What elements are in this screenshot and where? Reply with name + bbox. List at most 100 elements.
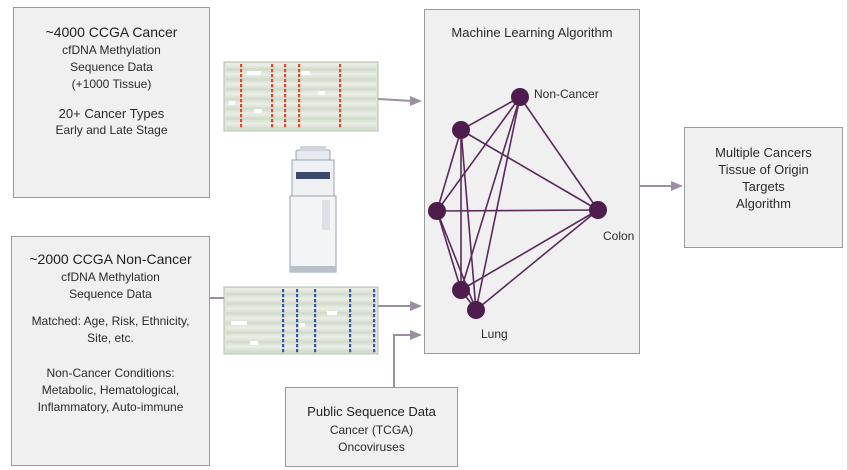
network-edge — [436, 210, 462, 291]
network-edge — [436, 209, 599, 212]
methylation-mark — [314, 304, 317, 308]
methylation-mark — [314, 344, 317, 348]
methylation-mark — [349, 344, 352, 348]
methylation-mark — [349, 304, 352, 308]
methylation-mark — [349, 334, 352, 338]
read-row — [226, 345, 376, 349]
read-row — [226, 311, 376, 315]
methylation-mark — [296, 299, 299, 303]
methylation-mark — [296, 349, 299, 353]
methylation-mark — [373, 289, 376, 293]
methylation-mark — [284, 109, 287, 113]
methylation-mark — [373, 294, 376, 298]
read-row — [226, 102, 376, 106]
output-box: Multiple Cancers Tissue of Origin Target… — [684, 127, 843, 248]
arrow-cancer-to-ml — [377, 98, 413, 102]
noncancer-box-line: Sequence Data — [69, 287, 152, 301]
methylation-mark — [296, 309, 299, 313]
cancer-box-line: Sequence Data — [70, 60, 153, 74]
read-row — [226, 321, 376, 325]
node-label-noncancer: Non-Cancer — [534, 87, 599, 101]
network-edge — [460, 129, 477, 311]
noncancer-box-line: Metabolic, Hematological, — [41, 383, 180, 397]
node-label-colon: Colon — [603, 229, 634, 243]
methylation-mark — [284, 104, 287, 108]
methylation-mark — [296, 339, 299, 343]
methylation-mark — [314, 349, 317, 353]
output-box-line: Multiple Cancers — [715, 145, 812, 160]
cancer-reads-panel — [223, 61, 379, 132]
methylation-mark — [298, 64, 301, 68]
methylation-mark — [296, 344, 299, 348]
methylation-mark — [298, 109, 301, 113]
cancer-box-line: 20+ Cancer Types — [58, 106, 165, 121]
methylation-mark — [373, 329, 376, 333]
methylation-mark — [339, 109, 342, 113]
output-box-line: Tissue of Origin — [718, 162, 809, 177]
read-row — [226, 82, 376, 86]
read-row — [226, 63, 376, 66]
methylation-mark — [284, 124, 287, 128]
methylation-mark — [314, 339, 317, 343]
methylation-mark — [282, 349, 285, 353]
network-edge — [436, 210, 477, 311]
methylation-mark — [314, 319, 317, 323]
read-gap — [301, 71, 310, 75]
methylation-mark — [314, 299, 317, 303]
methylation-mark — [373, 299, 376, 303]
methylation-mark — [271, 119, 274, 123]
ml-network — [428, 88, 607, 319]
methylation-mark — [349, 299, 352, 303]
methylation-mark — [282, 314, 285, 318]
read-gap — [254, 109, 262, 113]
methylation-mark — [240, 109, 243, 113]
methylation-mark — [314, 334, 317, 338]
network-node — [428, 202, 446, 220]
methylation-mark — [298, 69, 301, 73]
methylation-mark — [240, 119, 243, 123]
flow-arrows — [210, 96, 683, 388]
network-edge — [475, 96, 521, 311]
cancer-box-title: ~4000 CCGA Cancer — [45, 24, 178, 40]
methylation-mark — [284, 84, 287, 88]
page-frame — [847, 0, 849, 470]
methylation-mark — [339, 69, 342, 73]
methylation-mark — [271, 94, 274, 98]
read-row — [226, 122, 376, 126]
network-node — [589, 201, 607, 219]
read-row — [226, 340, 376, 344]
methylation-mark — [240, 64, 243, 68]
noncancer-box-line: Site, etc. — [87, 331, 134, 345]
methylation-mark — [349, 294, 352, 298]
read-gap — [247, 71, 261, 75]
methylation-mark — [240, 79, 243, 83]
read-row — [226, 87, 376, 91]
methylation-mark — [373, 334, 376, 338]
methylation-mark — [339, 64, 342, 68]
network-edge — [460, 209, 599, 291]
methylation-mark — [298, 89, 301, 93]
methylation-mark — [240, 114, 243, 118]
network-node — [467, 301, 485, 319]
cancer-box-line: Early and Late Stage — [55, 123, 168, 137]
public-box-title: Public Sequence Data — [307, 404, 436, 419]
methylation-mark — [339, 99, 342, 103]
methylation-mark — [271, 74, 274, 78]
methylation-mark — [349, 309, 352, 313]
arrow-head — [410, 301, 422, 311]
network-edge — [475, 209, 599, 311]
methylation-mark — [339, 104, 342, 108]
noncancer-box-line: Matched: Age, Risk, Ethnicity, — [31, 314, 190, 328]
methylation-mark — [240, 69, 243, 73]
methylation-mark — [240, 124, 243, 128]
methylation-mark — [282, 309, 285, 313]
read-row — [226, 77, 376, 81]
methylation-mark — [298, 99, 301, 103]
sequencer-machine-icon — [289, 146, 337, 273]
methylation-mark — [284, 99, 287, 103]
read-gap — [299, 323, 305, 327]
arrow-head — [410, 96, 422, 106]
noncancer-box-line: cfDNA Methylation — [61, 270, 160, 284]
methylation-mark — [271, 104, 274, 108]
